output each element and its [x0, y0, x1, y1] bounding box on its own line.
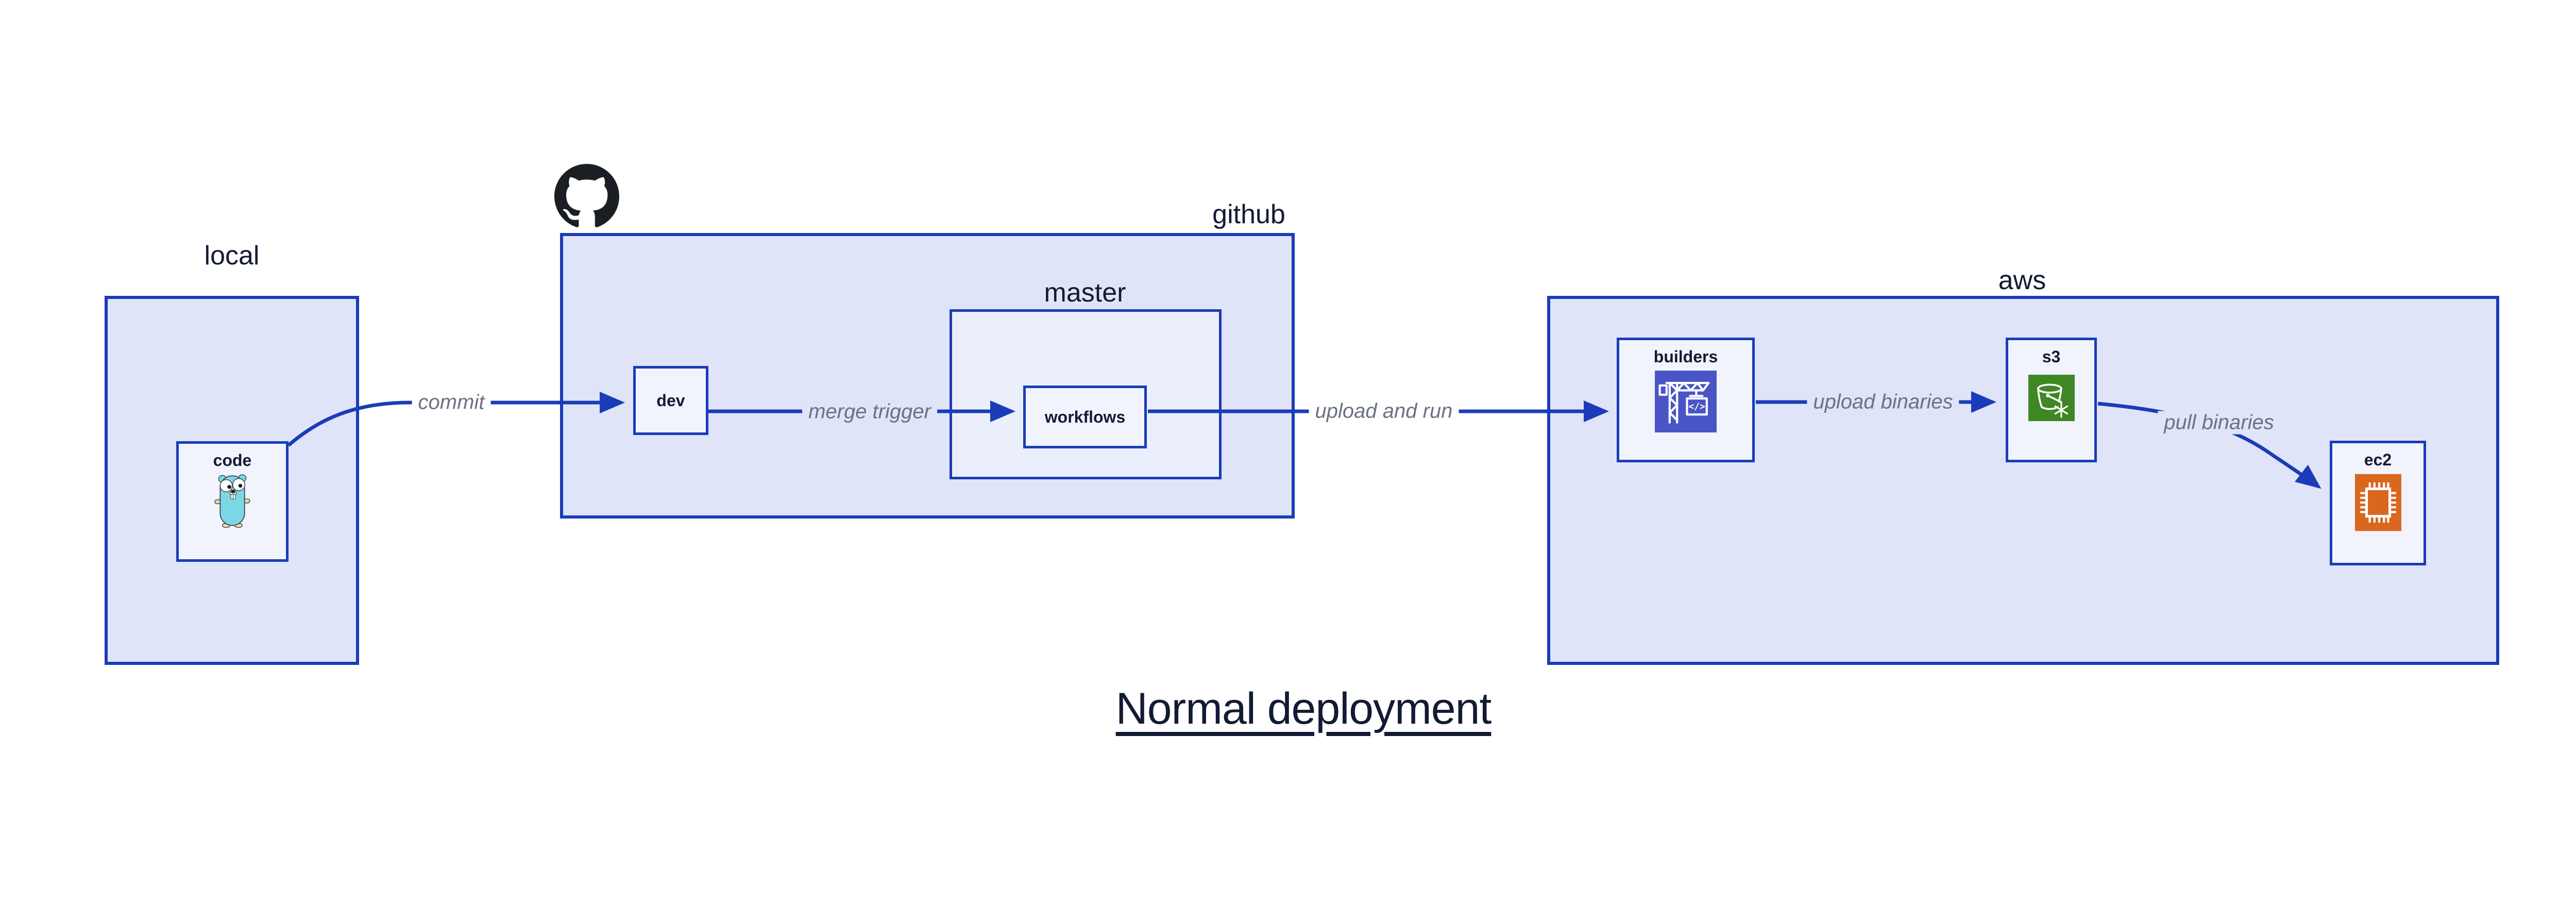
- group-label-local: local: [204, 241, 260, 271]
- node-dev-label: dev: [656, 391, 685, 410]
- group-label-aws: aws: [1998, 265, 2046, 295]
- node-ec2: ec2: [2330, 441, 2426, 565]
- octocat-icon: [554, 164, 619, 227]
- group-label-github: github: [1212, 199, 1285, 229]
- group-label-master: master: [1044, 278, 1126, 308]
- codebuild-code-glyph: </>: [1688, 402, 1705, 412]
- aws-ec2-icon: [2354, 474, 2401, 531]
- edge-label-upload-and-run: upload and run: [1309, 399, 1459, 423]
- edge-label-merge-trigger: merge trigger: [802, 400, 937, 424]
- edge-label-upload-binaries: upload binaries: [1807, 390, 1959, 414]
- node-code: code: [176, 441, 289, 562]
- node-workflows-label: workflows: [1044, 407, 1126, 426]
- node-ec2-label: ec2: [2364, 450, 2392, 469]
- node-builders: builders </>: [1617, 338, 1755, 462]
- node-builders-label: builders: [1653, 347, 1718, 366]
- aws-codebuild-icon: </>: [1655, 371, 1717, 432]
- diagram-title: Normal deployment: [1115, 684, 1492, 733]
- edge-label-pull-binaries: pull binaries: [2158, 411, 2280, 435]
- node-workflows: workflows: [1023, 386, 1147, 448]
- node-code-label: code: [213, 451, 252, 470]
- go-gopher-icon: [214, 474, 250, 528]
- edge-label-commit: commit: [412, 391, 491, 414]
- node-s3: s3: [2006, 338, 2097, 462]
- aws-s3-glacier-icon: [2028, 375, 2075, 421]
- node-s3-label: s3: [2042, 347, 2061, 366]
- node-dev: dev: [633, 366, 708, 435]
